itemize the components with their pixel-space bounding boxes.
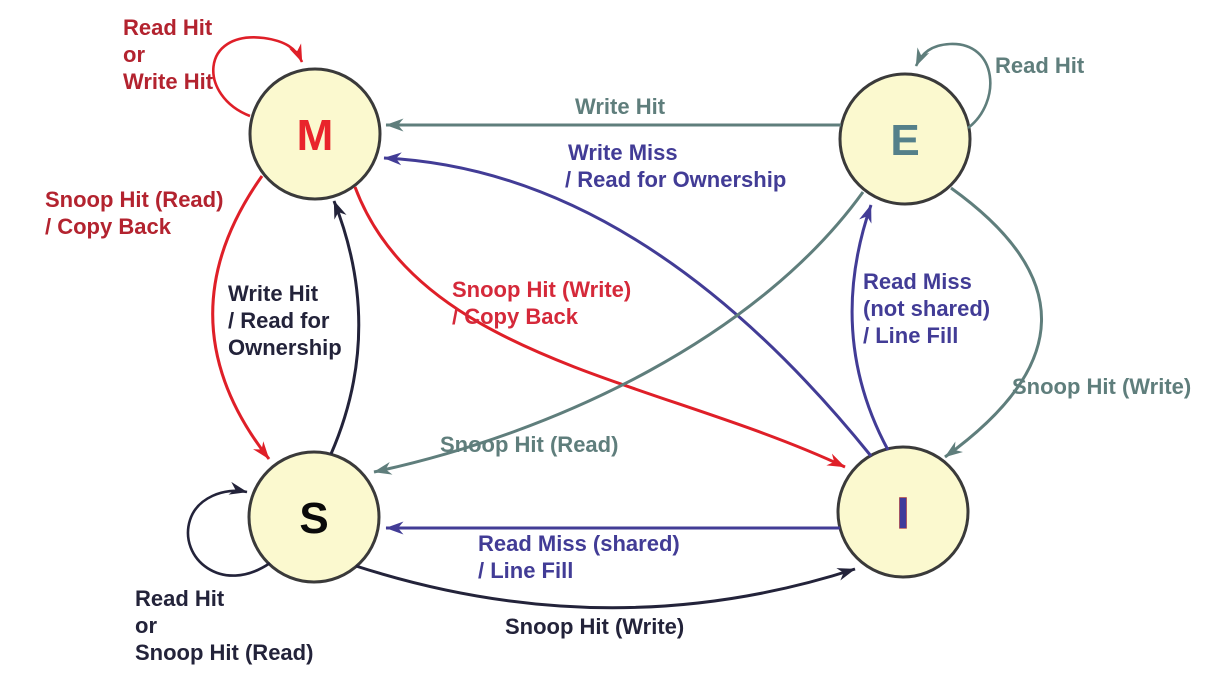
edge-m-to-i <box>353 186 846 469</box>
label-m-to-i-line-2: / Copy Back <box>452 304 579 329</box>
label-i-to-m-line-2: / Read for Ownership <box>565 167 786 192</box>
state-circle-s <box>247 450 381 584</box>
label-m-to-s-line-1: Snoop Hit (Read) <box>45 187 223 212</box>
label-s-to-m-line-2: / Read for <box>228 308 330 333</box>
label-e-to-i: Snoop Hit (Write) <box>1012 374 1191 399</box>
edge-e-to-i <box>944 186 1043 459</box>
label-s-to-m-line-1: Write Hit <box>228 281 319 306</box>
edge-i-to-e <box>850 204 890 451</box>
label-e-to-s: Snoop Hit (Read) <box>440 432 618 457</box>
label-i-to-m: Write Miss / Read for Ownership <box>565 140 786 192</box>
label-s-self-line-3: Snoop Hit (Read) <box>135 640 313 665</box>
label-e-to-m-line-1: Write Hit <box>575 94 666 119</box>
edge-m-self-loop <box>212 36 304 118</box>
state-node-i: I <box>836 445 970 579</box>
label-e-to-m: Write Hit <box>575 94 666 119</box>
state-node-s: S <box>247 450 381 584</box>
label-m-to-i: Snoop Hit (Write) / Copy Back <box>452 277 631 329</box>
label-s-to-m: Write Hit / Read for Ownership <box>228 281 342 360</box>
label-i-to-e-line-2: (not shared) <box>863 296 990 321</box>
label-i-to-m-line-1: Write Miss <box>568 140 678 165</box>
label-m-to-s: Snoop Hit (Read) / Copy Back <box>45 187 223 239</box>
state-circle-m <box>248 67 382 201</box>
label-m-to-i-line-1: Snoop Hit (Write) <box>452 277 631 302</box>
label-s-self-line-2: or <box>135 613 157 638</box>
label-i-to-s-line-1: Read Miss (shared) <box>478 531 680 556</box>
state-circle-i <box>836 445 970 579</box>
label-i-to-e-line-3: / Line Fill <box>863 323 958 348</box>
label-s-to-i: Snoop Hit (Write) <box>505 614 684 639</box>
edge-s-to-i <box>355 564 856 610</box>
state-label-m: M <box>297 111 334 160</box>
label-e-to-s-line-1: Snoop Hit (Read) <box>440 432 618 457</box>
label-m-self-line-3: Write Hit <box>123 69 214 94</box>
label-e-self-line-1: Read Hit <box>995 53 1085 78</box>
label-s-self-line-1: Read Hit <box>135 586 225 611</box>
state-circle-e <box>838 72 972 206</box>
state-label-i: I <box>897 489 909 538</box>
edge-m-to-s <box>211 175 271 460</box>
state-node-e: E <box>838 72 972 206</box>
label-i-to-e-line-1: Read Miss <box>863 269 972 294</box>
edge-e-self-loop <box>914 42 992 130</box>
label-s-to-m-line-3: Ownership <box>228 335 342 360</box>
label-m-self-line-1: Read Hit <box>123 15 213 40</box>
state-node-m: M <box>248 67 382 201</box>
state-label-e: E <box>890 116 919 165</box>
label-s-self: Read Hit or Snoop Hit (Read) <box>135 586 313 665</box>
label-e-to-i-line-1: Snoop Hit (Write) <box>1012 374 1191 399</box>
label-e-self: Read Hit <box>995 53 1085 78</box>
label-i-to-s: Read Miss (shared) / Line Fill <box>478 531 680 583</box>
state-label-s: S <box>299 494 328 543</box>
label-s-to-i-line-1: Snoop Hit (Write) <box>505 614 684 639</box>
label-i-to-s-line-2: / Line Fill <box>478 558 573 583</box>
edge-i-to-m <box>383 152 873 457</box>
edge-s-self-loop <box>186 481 271 577</box>
label-m-self: Read Hit or Write Hit <box>123 15 214 94</box>
edge-e-to-s <box>373 191 865 475</box>
label-m-self-line-2: or <box>123 42 145 67</box>
edge-s-to-m <box>329 200 361 455</box>
label-i-to-e: Read Miss (not shared) / Line Fill <box>863 269 990 348</box>
label-m-to-s-line-2: / Copy Back <box>45 214 172 239</box>
